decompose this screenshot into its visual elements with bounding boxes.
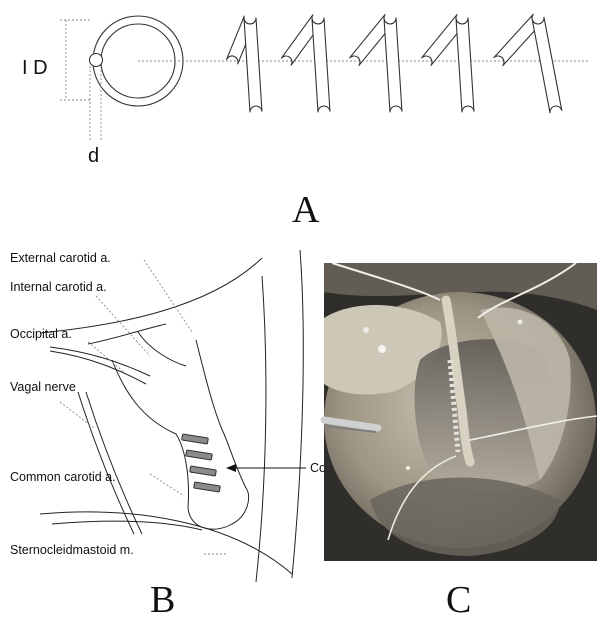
common-carotid-right-wall (196, 340, 246, 488)
label-vagal-nerve: Vagal nerve (10, 380, 76, 394)
coil-on-artery (182, 434, 221, 492)
label-occipital: Occipital a. (10, 327, 72, 341)
helix-segment-up (494, 14, 543, 66)
outer-boundary-curve (292, 250, 303, 578)
label-external-carotid: External carotid a. (10, 251, 111, 265)
helix-segment-down (312, 18, 330, 113)
coil-turn (182, 434, 209, 444)
occipital-artery (50, 347, 150, 376)
panel-b: External carotid a. Internal carotid a. … (10, 250, 332, 618)
helix-segment-down (456, 18, 474, 113)
coil-arrow-head (226, 464, 236, 472)
leader-lines (60, 260, 228, 554)
helix-spring (226, 14, 561, 113)
coil-turn (194, 482, 221, 492)
helix-segment-down (384, 18, 402, 113)
coil-turn (186, 450, 213, 460)
right-boundary-curve (256, 276, 266, 582)
panel-a: I D d A (22, 14, 588, 231)
panel-c-label: C (446, 579, 471, 618)
coil-turn (190, 466, 217, 476)
label-sternocleidomastoid: Sternocleidmastoid m. (10, 543, 134, 557)
bifurcation-upper (138, 332, 186, 366)
d-dimension-label: d (88, 145, 99, 167)
wire-cross-section (90, 54, 103, 67)
internal-carotid-artery (88, 324, 166, 344)
panel-a-label: A (292, 189, 320, 231)
id-dimension-label: I D (22, 57, 48, 79)
common-carotid-left-wall (112, 360, 189, 508)
panel-c: C (324, 263, 597, 618)
helix-segment-down (244, 18, 262, 113)
vessel-outlines (40, 250, 303, 582)
surgical-photo (324, 263, 597, 561)
helix-segment-down (532, 17, 562, 113)
external-carotid-artery (40, 258, 262, 333)
carotid-bulb (188, 488, 249, 529)
panel-b-label: B (150, 579, 175, 618)
label-internal-carotid: Internal carotid a. (10, 280, 107, 294)
label-common-carotid: Common carotid a. (10, 470, 116, 484)
coil-cross-section (90, 16, 184, 106)
